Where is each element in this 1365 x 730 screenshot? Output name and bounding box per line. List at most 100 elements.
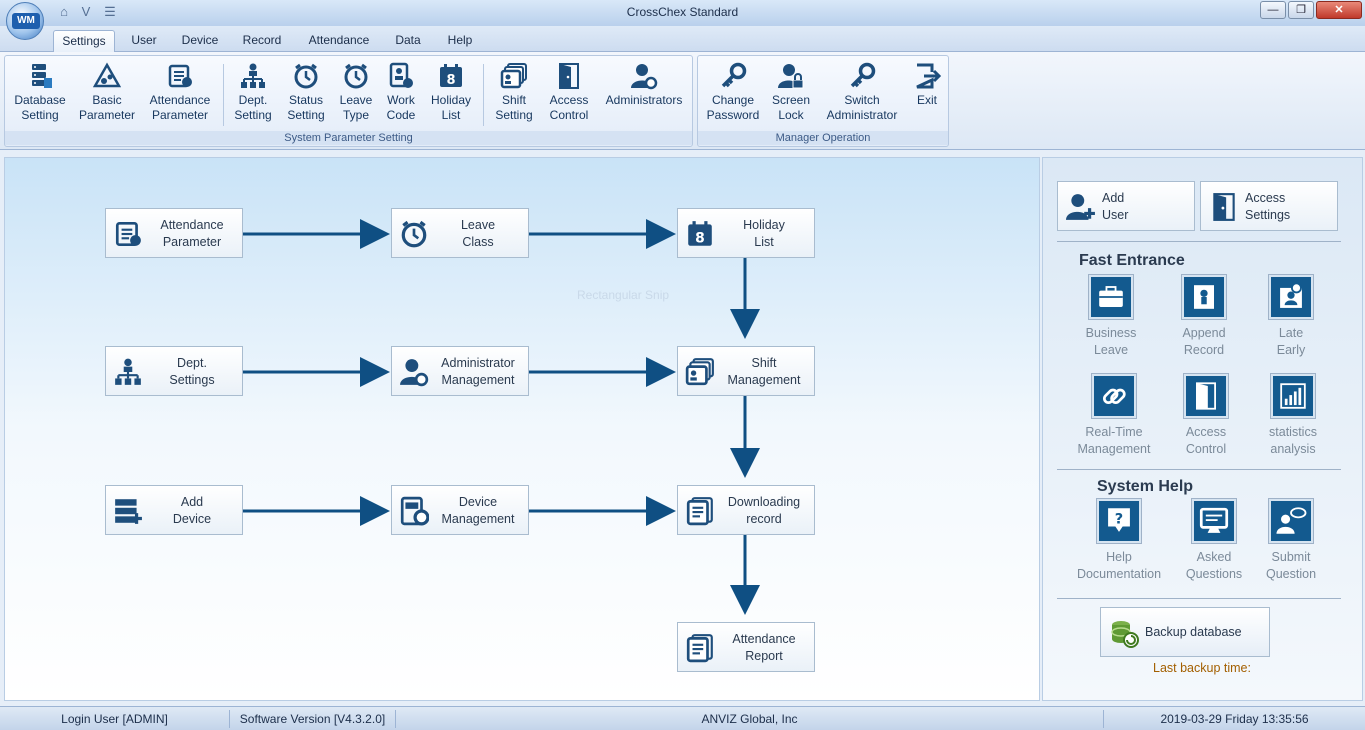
download-record-icon (685, 496, 715, 526)
org-chart-icon (113, 357, 143, 387)
ribbon-separator (223, 64, 224, 126)
add-device-icon (113, 496, 143, 526)
tab-record[interactable]: Record (242, 33, 282, 47)
tab-help[interactable]: Help (447, 33, 473, 47)
tab-device[interactable]: Device (181, 33, 219, 47)
flow-dept-settings[interactable]: Dept.Settings (105, 346, 243, 396)
window-title: CrossChex Standard (626, 5, 739, 19)
key-icon (719, 62, 747, 90)
tab-data[interactable]: Data (395, 33, 421, 47)
admin-user-icon (399, 357, 429, 387)
alarm-clock-icon (292, 62, 320, 90)
tab-settings[interactable]: Settings (53, 30, 115, 52)
bar-chart-icon (1270, 373, 1316, 419)
append-record-icon (1181, 274, 1227, 320)
workflow-arrows (243, 219, 760, 615)
divider (1057, 469, 1341, 470)
dropdown-icon[interactable]: ☰ (104, 4, 116, 19)
work-code-icon (387, 62, 415, 90)
help-icon (1096, 498, 1142, 544)
maximize-button[interactable]: ❐ (1288, 1, 1314, 19)
divider (1057, 598, 1341, 599)
tab-attendance[interactable]: Attendance (308, 33, 370, 47)
attendance-parameter-icon (166, 62, 194, 90)
dept-setting-button[interactable]: Dept.Setting (229, 58, 277, 130)
device-management-icon (399, 496, 429, 526)
status-bar: Login User [ADMIN] Software Version [V4.… (0, 706, 1365, 730)
briefcase-icon (1088, 274, 1134, 320)
exit-icon (913, 62, 941, 90)
backup-database-label: Backup database (1145, 625, 1242, 639)
group-label: System Parameter Setting (5, 131, 692, 145)
attendance-report-icon (685, 633, 715, 663)
system-help-title: System Help (1097, 478, 1194, 495)
exit-button[interactable]: Exit (908, 58, 946, 130)
alarm-clock-gear-icon (342, 62, 370, 90)
database-backup-icon (1109, 618, 1139, 648)
door-icon (1209, 192, 1239, 222)
add-user-icon (1066, 192, 1096, 222)
switch-key-icon (848, 62, 876, 90)
shift-icon (685, 357, 715, 387)
close-button[interactable]: ✕ (1316, 1, 1362, 19)
v-icon[interactable]: V (81, 4, 91, 19)
org-chart-icon (239, 62, 267, 90)
login-user-status: Login User [ADMIN] (0, 710, 230, 728)
alarm-clock-icon (399, 219, 429, 249)
tab-user[interactable]: User (131, 33, 157, 47)
app-logo[interactable]: WM (6, 2, 44, 40)
home-icon[interactable]: ⌂ (60, 4, 68, 19)
rectangular-snip-text: Rectangular Snip (577, 288, 670, 302)
administrators-button[interactable]: Administrators (599, 58, 689, 130)
datetime-status: 2019-03-29 Friday 13:35:56 (1160, 712, 1309, 726)
minimize-button[interactable]: — (1260, 1, 1286, 19)
submit-question-icon (1268, 498, 1314, 544)
gear-triangle-icon (93, 62, 121, 90)
shift-icon (500, 62, 528, 90)
monitor-chat-icon (1191, 498, 1237, 544)
title-bar: ⌂ V ☰ CrossChex Standard — ❐ ✕ (0, 0, 1365, 26)
company-status: ANVIZ Global, Inc (396, 710, 1104, 728)
door-icon (555, 62, 583, 90)
calendar-icon (685, 219, 715, 249)
attendance-parameter-icon (113, 219, 143, 249)
backup-database-button[interactable]: Backup database (1100, 607, 1270, 657)
